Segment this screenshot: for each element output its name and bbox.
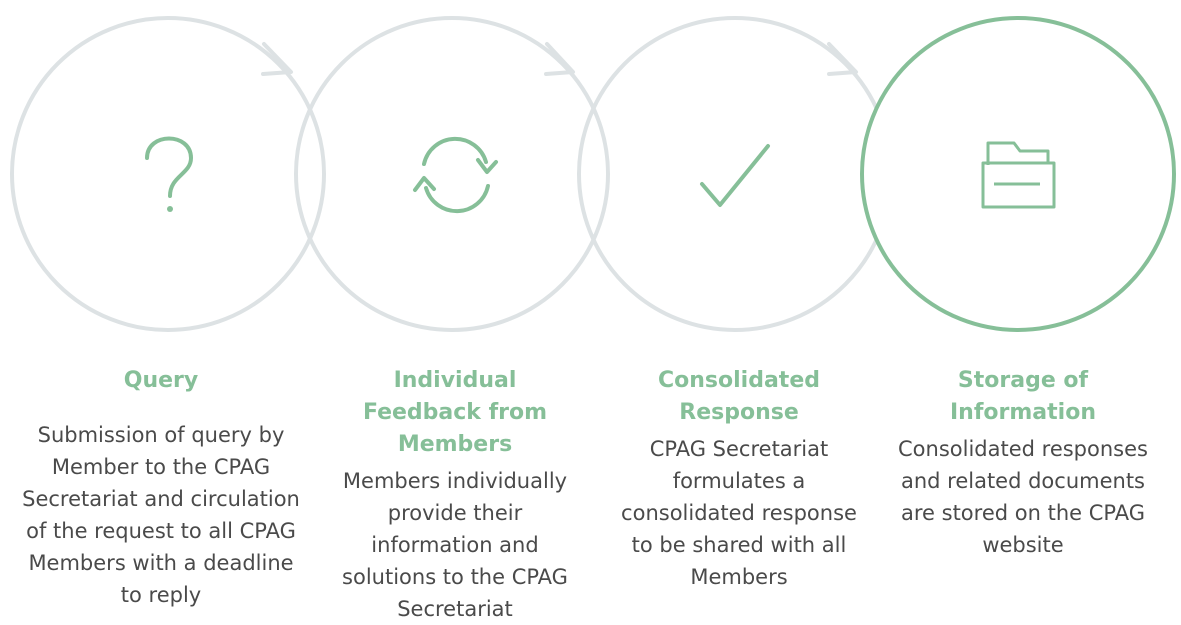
step-description: Consolidated responses and related docum… [898, 437, 1148, 557]
step-description: Submission of query by Member to the CPA… [22, 423, 300, 607]
step-2-ring [294, 16, 610, 332]
step-feedback: Individual Feedback from Members Members… [305, 365, 605, 625]
arrowhead-icon [827, 42, 858, 76]
step-3-ring [577, 16, 893, 332]
step-title: Query [123, 368, 199, 393]
step-query: Query Submission of query by Member to t… [11, 365, 311, 611]
checkmark-icon [700, 144, 770, 207]
step-4-ring [860, 16, 1176, 332]
step-title: Individual Feedback from Members [362, 368, 548, 457]
step-description: Members individually provide their infor… [342, 469, 568, 621]
step-title: Storage of Information [950, 368, 1096, 425]
step-consolidated: Consolidated Response CPAG Secretariat f… [589, 365, 889, 593]
refresh-icon [413, 136, 498, 214]
question-icon [145, 136, 194, 212]
step-title: Consolidated Response [658, 368, 820, 425]
process-diagram [10, 16, 1176, 332]
arrowhead-icon [261, 42, 293, 76]
step-storage: Storage of Information Consolidated resp… [873, 365, 1173, 561]
folder-icon [981, 141, 1056, 209]
step-1-ring [10, 16, 326, 332]
step-description: CPAG Secretariat formulates a consolidat… [621, 437, 857, 589]
arrowhead-icon [544, 42, 575, 76]
